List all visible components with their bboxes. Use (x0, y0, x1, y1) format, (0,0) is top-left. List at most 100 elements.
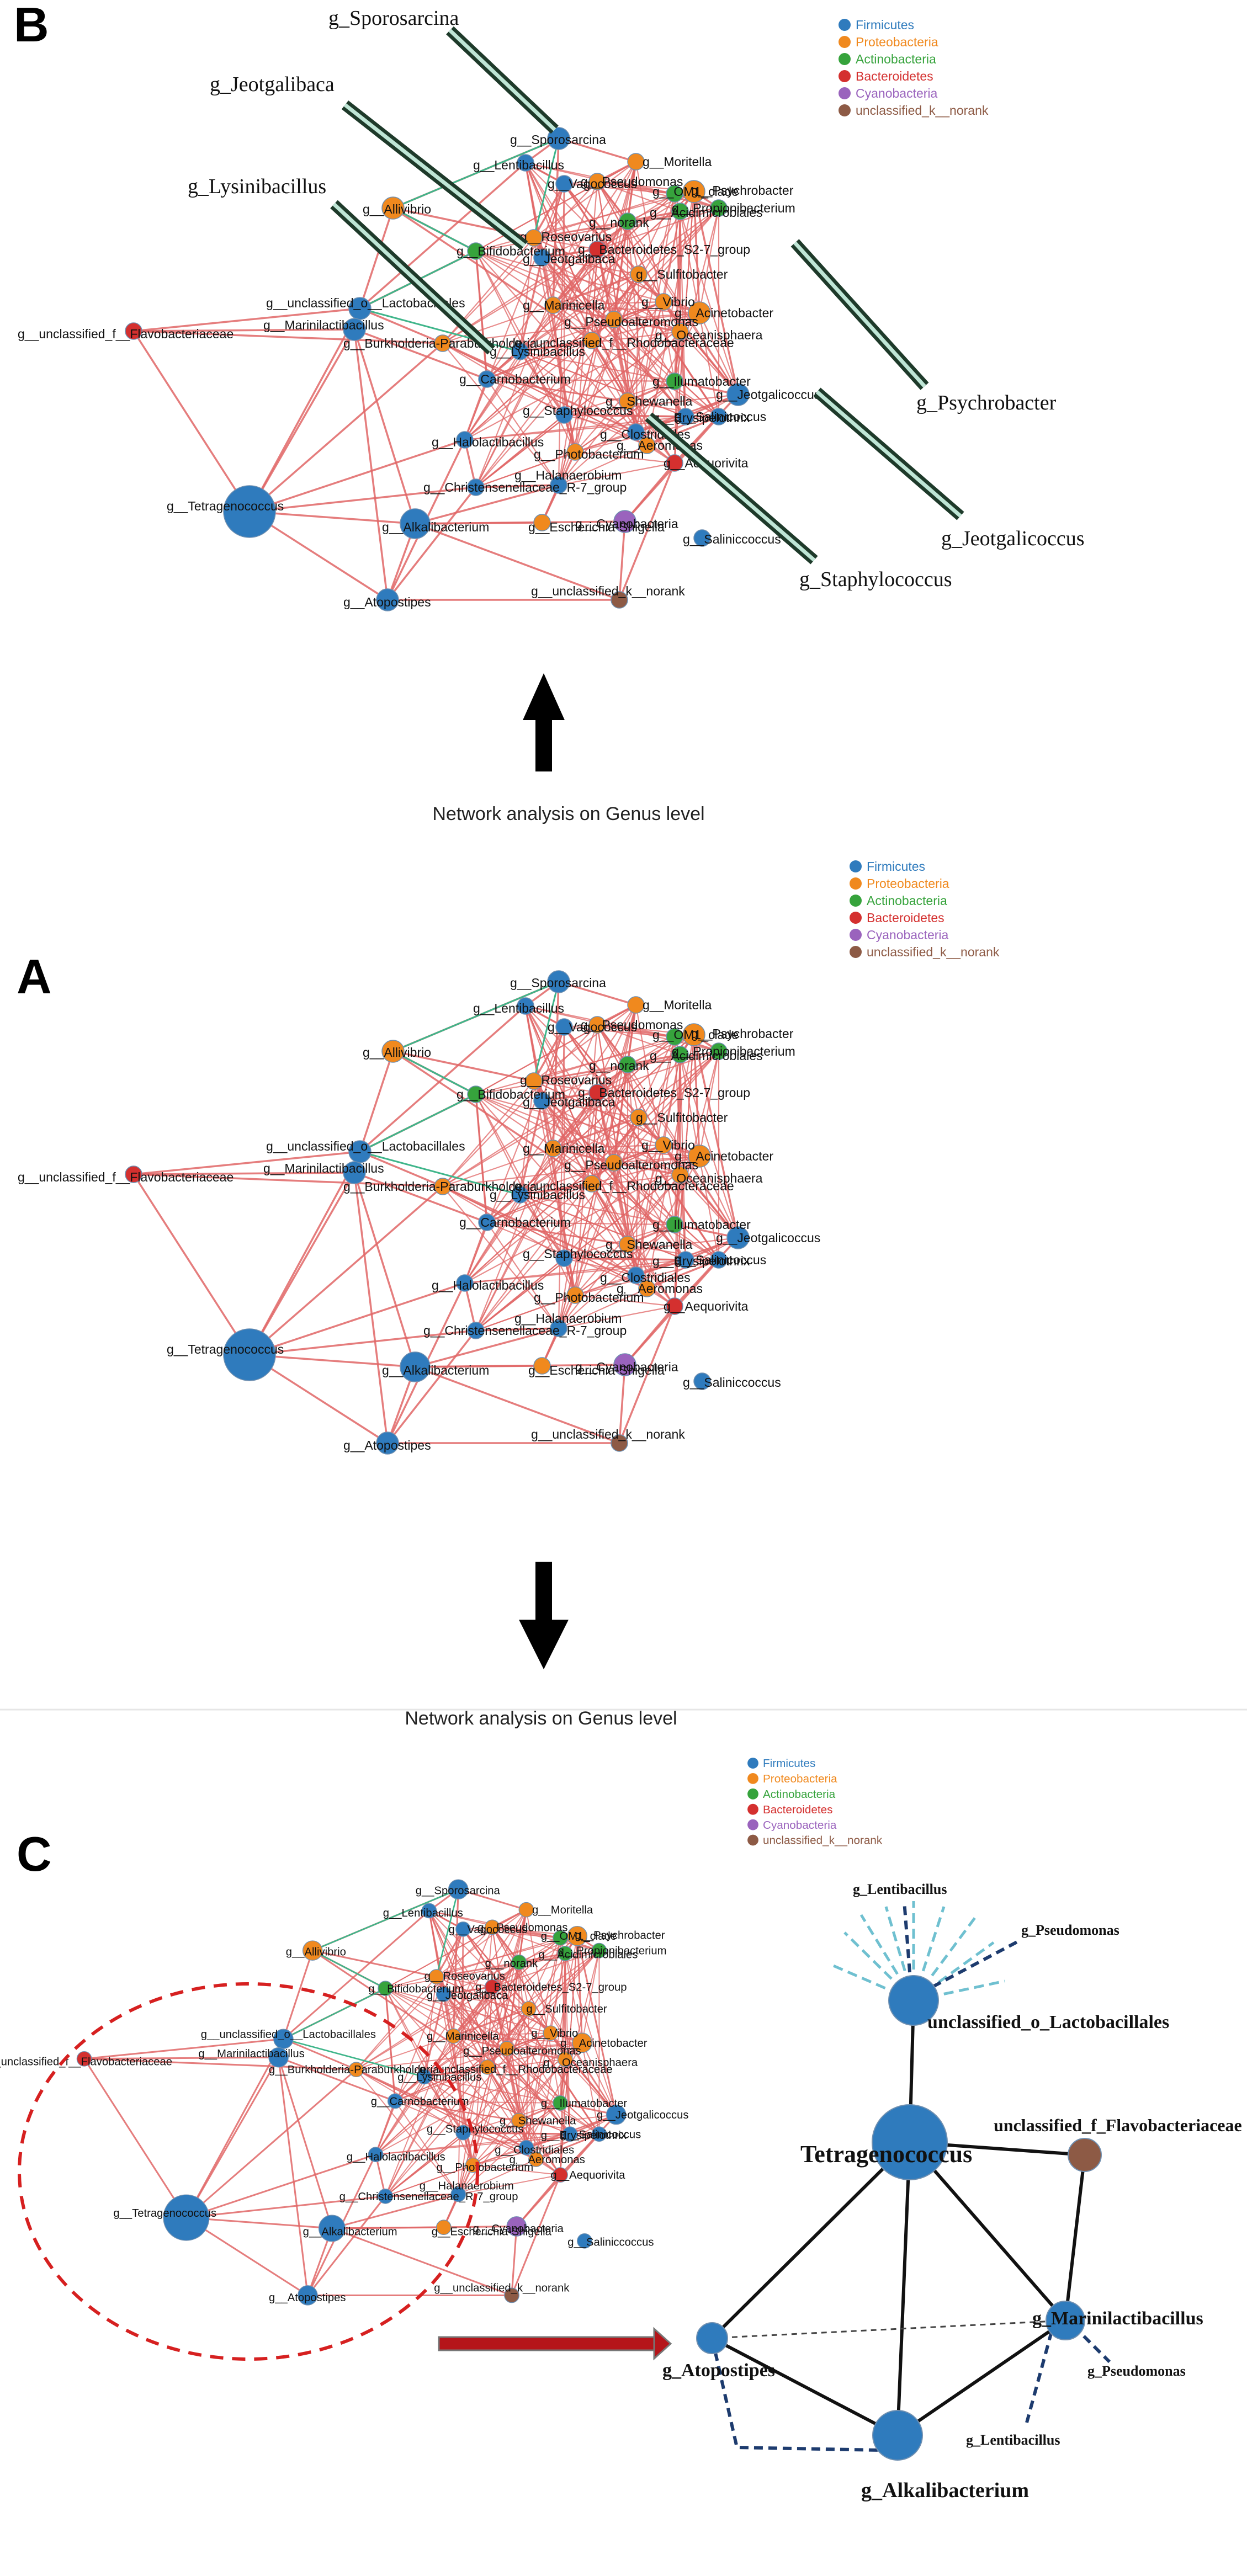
node-label: g__Vibrio (641, 1138, 695, 1152)
legend-swatch (839, 104, 851, 116)
callout-label: g_Jeotgalicoccus (941, 527, 1085, 550)
node-label: g__Alkalibacterium (382, 1363, 489, 1377)
edge-positive (558, 1305, 675, 1329)
edge-positive (627, 1064, 739, 1238)
edge-positive (525, 162, 719, 209)
edge-positive (576, 1935, 617, 2115)
edge-positive (475, 1004, 636, 1095)
edge-positive (436, 1976, 561, 2175)
edge-positive (475, 1004, 636, 1331)
edge-positive (475, 1094, 636, 1276)
edge-positive (424, 2076, 570, 2135)
edge-positive (359, 1051, 394, 1152)
edge-positive (518, 2120, 561, 2175)
edge-positive (635, 1054, 681, 1276)
edge-positive (283, 1910, 430, 2040)
node-g-aequorivita (666, 454, 683, 472)
edge-positive (475, 1092, 598, 1331)
node-g-aeromonas (638, 1280, 656, 1297)
edge-positive (84, 2038, 284, 2060)
node-g-propionibacterium (710, 1042, 728, 1060)
edge-positive (533, 237, 598, 251)
edge-positive (458, 2103, 561, 2195)
edge-positive (575, 331, 681, 453)
node-g-sporosarcina (547, 127, 570, 150)
node-g-marinicella (544, 296, 562, 314)
edge-positive (486, 1222, 559, 1329)
node-g-burkholderia-paraburkholderia (434, 1178, 452, 1195)
edge-positive (535, 1936, 578, 2160)
edge-positive (533, 1004, 636, 1082)
panel-a-caption: Network analysis on Genus level (405, 1708, 677, 1729)
node-g-bacteroidetes-s2-7-group (484, 1979, 500, 1995)
node-label: g__Psychrobacter (691, 1026, 794, 1041)
node-g-tetragenococcus (223, 1328, 276, 1381)
node-label: g__OM1_clade (652, 184, 739, 199)
edge-positive (475, 484, 559, 488)
node-g-staphylococcus (455, 2125, 471, 2141)
edge-positive (415, 1366, 620, 1444)
node-label: g__Sporosarcina (510, 976, 606, 990)
node-label: g__Oceanisphaera (543, 2057, 638, 2069)
node-label: g__Vagococcus (548, 177, 637, 191)
edge-positive (307, 2195, 386, 2296)
node-label: g__Photobacterium (534, 1290, 644, 1305)
edge-positive (519, 351, 565, 416)
edge-positive (464, 1092, 598, 1284)
subnet-node-unclassified-o-lactobacillales (888, 1975, 939, 2026)
edge-positive (699, 1156, 739, 1238)
edge-positive (464, 416, 719, 441)
node-label: g__norank (589, 215, 649, 230)
node-g-lysinibacillus (511, 343, 529, 360)
node-g-photobacterium (566, 1286, 584, 1304)
edge-positive (132, 1174, 251, 1355)
node-g-cyanobacteria (613, 1353, 636, 1376)
node-g-marinilactibacillus (268, 2047, 289, 2068)
callout-label: g_Lysinibacillus (188, 175, 326, 198)
panel-c-letter: C (17, 1827, 52, 1881)
edge-positive (475, 1094, 565, 1259)
edge-positive (464, 249, 598, 440)
edge-positive (635, 1156, 700, 1276)
node-g-escherichia-shigella (533, 514, 551, 531)
node-label: g__Jeotgalibaca (523, 1095, 615, 1109)
node-g-clostridiales (627, 1266, 645, 1284)
node-label: g__Propionibacterium (672, 201, 795, 215)
edge-positive (355, 2069, 537, 2160)
edge-positive (475, 161, 636, 252)
node-g-lentibacillus (517, 997, 534, 1015)
node-g-roseovarius (525, 1072, 543, 1090)
edge-positive (249, 1329, 476, 1356)
node-label: g__unclassified_f__Rhodobacteraceae (420, 2063, 613, 2075)
node-label: g__unclassified_f__Flavobacteriaceae (18, 327, 234, 341)
edge-negative (312, 1888, 459, 1951)
edge-positive (375, 1987, 493, 2155)
subnet-edge (1064, 2154, 1086, 2321)
node-label: g__unclassified_f__Flavobacteriaceae (18, 1170, 234, 1184)
edge-positive (581, 1950, 600, 2043)
edge-positive (475, 1156, 700, 1331)
legend-swatch (850, 929, 862, 941)
panel-a-legend: FirmicutesProteobacteriaActinobacteriaBa… (850, 859, 1000, 959)
edge-positive (552, 305, 565, 416)
node-g-unclassified-f-rhodobacteraceae (480, 2059, 495, 2075)
panel-b-caption: Network analysis on Genus level (432, 803, 704, 824)
edge-positive (487, 1909, 527, 2068)
edge-positive (133, 307, 360, 332)
edge-positive (436, 1976, 492, 1988)
edge-positive (487, 2066, 599, 2135)
node-label: g__Lentibacillus (473, 1001, 564, 1015)
node-label: g__Christensenellaceae_R-7_group (339, 2191, 518, 2203)
edge-positive (464, 1156, 700, 1284)
node-label: g__Acinetobacter (560, 2037, 648, 2050)
edge-positive (698, 207, 720, 313)
node-label: g__Sulfitobacter (636, 267, 728, 281)
panel-b-letter: B (14, 0, 49, 52)
node-label: g__Erysipelothrix (541, 2130, 627, 2142)
edge-positive (359, 1005, 527, 1153)
edge-positive (185, 2217, 309, 2296)
node-label: g__Carnobacterium (371, 2095, 469, 2107)
edge-positive (519, 1100, 543, 1195)
